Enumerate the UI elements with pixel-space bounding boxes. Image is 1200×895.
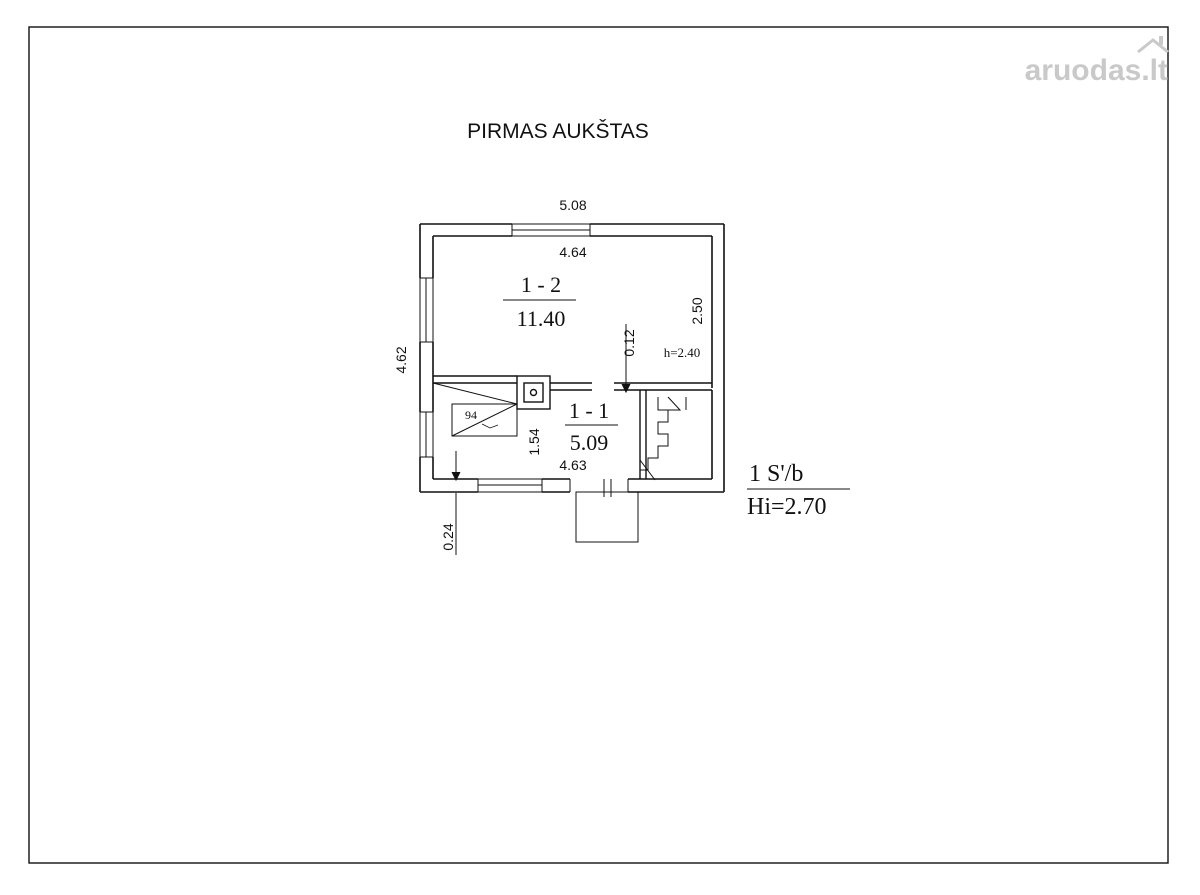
room-1-2-label: 1 - 2 11.40 [503,272,576,331]
dim-outer-width: 5.08 [559,197,586,213]
windows [419,223,591,493]
dim-outer-depth: 4.62 [393,346,409,373]
dim-partition: 0.12 [621,329,637,356]
room-1-1-label: 1 - 1 5.09 [565,398,618,455]
stove [516,375,551,410]
floor-height: Hi=2.70 [747,494,827,520]
dim-room-depth: 2.50 [689,297,705,324]
house-roof-icon [1137,38,1169,54]
room-1-2-height: h=2.40 [664,345,701,360]
room-1-1-area: 5.09 [570,430,609,455]
dim-wall-thickness: 0.24 [440,523,456,550]
house-chimney-icon [1159,36,1163,45]
watermark-logo: aruodas.lt [1025,36,1169,87]
fixture-label: 94 [465,408,477,422]
floor-plan [419,223,725,555]
room-1-1-id: 1 - 1 [569,398,609,423]
room-1-2-id: 1 - 2 [521,272,561,297]
dim-inner-width-top: 4.64 [559,244,586,260]
floor-title: PIRMAS AUKŠTAS [467,120,649,143]
dim-inner-width-bottom: 4.63 [559,457,586,473]
dim-room-small-depth: 1.54 [526,428,542,455]
watermark-text: aruodas.lt [1025,54,1168,87]
drawing-frame [28,26,1169,864]
dimension-markers [451,324,631,555]
entry-porch [575,491,639,543]
outer-walls [419,223,725,493]
floor-code: 1 S'/b [749,461,803,487]
room-1-2-area: 11.40 [517,306,566,331]
interior-partition [433,375,712,479]
floor-label: 1 S'/b Hi=2.70 [747,461,850,520]
staircase [639,396,687,481]
entry-door [569,479,629,497]
sink-cabinet [432,382,518,437]
